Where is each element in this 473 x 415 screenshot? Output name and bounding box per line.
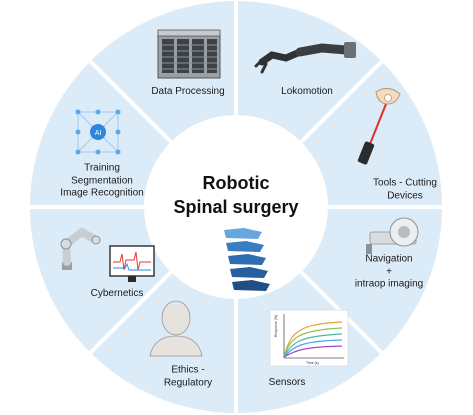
label-lokomotion: Lokomotion <box>281 85 333 97</box>
sensor-chart-ylabel: Response (%) <box>274 315 278 337</box>
center-title-line2: Spinal surgery <box>173 197 299 217</box>
label-tools: Tools - Cutting Devices <box>373 177 437 202</box>
center-title-line1: Robotic <box>202 173 270 193</box>
sensor-chart-xlabel: Time (s) <box>306 361 319 365</box>
label-training: Training Segmentation Image Recognition <box>60 162 144 199</box>
label-navigation: Navigation + intraop imaging <box>354 253 424 290</box>
center-disc <box>144 115 328 299</box>
label-data-processing: Data Processing <box>151 85 225 97</box>
label-cybernetics: Cybernetics <box>90 287 144 299</box>
robotic-arm-icon <box>254 42 356 74</box>
label-sensors: Sensors <box>268 376 306 388</box>
laser-tool-icon <box>357 88 401 165</box>
ct-scanner-icon <box>366 217 419 254</box>
spine-icon <box>224 228 270 291</box>
ai-network-icon: AI <box>75 109 121 155</box>
server-rack-icon <box>157 29 221 79</box>
robot-arm-monitor-icon <box>60 227 155 282</box>
response-chart-icon: Response (%) Time (s) <box>269 309 349 367</box>
label-ethics: Ethics - Regulatory <box>163 364 213 389</box>
svg-text:AI: AI <box>95 130 102 137</box>
human-bust-icon <box>149 300 203 357</box>
